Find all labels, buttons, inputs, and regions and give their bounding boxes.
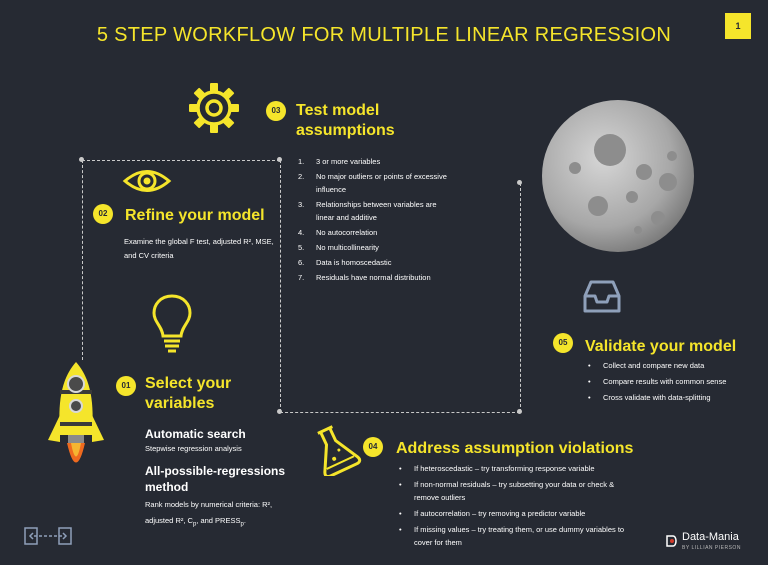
path-dot — [517, 409, 522, 414]
path-dot — [79, 157, 84, 162]
path-left-vert — [82, 160, 83, 360]
step-05-list: •Collect and compare new data •Compare r… — [585, 359, 765, 404]
step-01-apr-text: Rank models by numerical criteria: R², a… — [145, 500, 273, 528]
brand-name: Data-Mania — [682, 531, 739, 543]
step-04-heading: Address assumption violations — [396, 440, 634, 457]
step-01-auto-title: Automatic search — [145, 427, 246, 441]
list-item: 5.No multicollinearity — [298, 243, 379, 252]
expand-icon[interactable] — [24, 527, 72, 545]
path-dot — [517, 180, 522, 185]
list-item: 3.Relationships between variables are li… — [298, 200, 437, 222]
list-item: •If missing values – try treating them, … — [399, 525, 625, 547]
path-left-top — [82, 160, 280, 161]
list-item: 2.No major outliers or points of excessi… — [298, 172, 447, 194]
step-03-number: 03 — [266, 101, 286, 121]
step-01-apr-title: All-possible-regressions method — [145, 464, 286, 494]
list-item: 6.Data is homoscedastic — [298, 258, 392, 267]
list-item: •Collect and compare new data — [588, 361, 705, 370]
lightbulb-icon — [150, 292, 194, 354]
list-item: 7.Residuals have normal distribution — [298, 273, 431, 282]
eye-icon — [122, 166, 172, 196]
step-02-text: Examine the global F test, adjusted R², … — [124, 237, 274, 260]
step-05-number: 05 — [553, 333, 573, 353]
path-dot — [277, 409, 282, 414]
brand-tagline: BY LILLIAN PIERSON — [682, 545, 741, 551]
list-item: 1.3 or more variables — [298, 157, 381, 166]
step-02-number: 02 — [93, 204, 113, 224]
inbox-icon — [582, 278, 622, 314]
list-item: •If non-normal residuals – try subsettin… — [399, 480, 615, 502]
rocket-icon — [46, 360, 106, 485]
list-item: •If heteroscedastic – try transforming r… — [399, 464, 595, 473]
path-right-vert — [520, 183, 521, 412]
path-inner-vert — [280, 160, 281, 412]
step-02-heading: Refine your model — [125, 207, 265, 224]
step-04-list: •If heteroscedastic – try transforming r… — [396, 462, 628, 549]
list-item: •If autocorrelation – try removing a pre… — [399, 509, 586, 518]
page-title: 5 STEP WORKFLOW FOR MULTIPLE LINEAR REGR… — [96, 24, 672, 46]
step-03-list: 1.3 or more variables 2.No major outlier… — [298, 155, 448, 284]
step-03-heading: Test model assumptions — [296, 102, 395, 139]
list-item: •Cross validate with data-splitting — [588, 393, 711, 402]
path-dot — [277, 157, 282, 162]
moon-icon — [540, 98, 696, 254]
flask-icon — [306, 422, 362, 476]
step-01-auto-text: Stepwise regression analysis — [145, 444, 242, 453]
step-01-number: 01 — [116, 376, 136, 396]
brand-logo-mark — [665, 534, 679, 548]
step-04-number: 04 — [363, 437, 383, 457]
step-01-heading: Select your variables — [145, 375, 232, 412]
gear-icon — [186, 80, 242, 136]
path-bottom — [280, 412, 520, 413]
page-number-badge: 1 — [725, 13, 751, 39]
list-item: •Compare results with common sense — [588, 377, 727, 386]
step-05-heading: Validate your model — [585, 338, 737, 355]
list-item: 4.No autocorrelation — [298, 228, 378, 237]
